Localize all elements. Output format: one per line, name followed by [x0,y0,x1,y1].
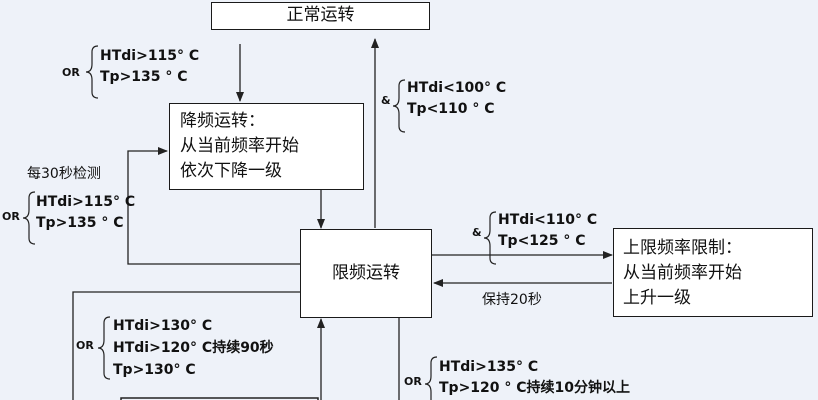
c5-line-2: HTdi>120° C持续90秒 [113,340,274,356]
c3-operator: OR [2,210,20,223]
note-hold-20s: 保持20秒 [482,292,542,308]
arrow-limit-loop-to-reduce [127,147,300,265]
c3-line-1: HTdi>115° C [36,194,136,210]
condition-c4: HTdi<110° C Tp<125 ° C [498,210,597,252]
node-limit: 限频运转 [300,229,432,318]
brace-group [22,45,497,400]
brace-c1 [85,45,99,99]
node-cap-line-3: 上升一级 [623,288,691,308]
brace-c3 [22,191,36,245]
c1-line-2: Tp>135 ° C [100,69,188,85]
c6-line-1: HTdi>135° C [439,359,539,375]
node-cap-line-2: 从当前频率开始 [623,263,742,283]
c5-line-1: HTdi>130° C [113,318,213,334]
condition-c1: HTdi>115° C Tp>135 ° C [100,46,199,88]
node-limit-label: 限频运转 [332,263,400,283]
node-cap: 上限频率限制： 从当前频率开始 上升一级 [613,228,813,317]
brace-c6 [424,356,438,400]
c5-operator: OR [76,339,94,352]
condition-c2: HTdi<100° C Tp<110 ° C [407,78,506,120]
node-reduce-line-3: 依次下降一级 [180,161,282,181]
node-cap-line-1: 上限频率限制： [623,238,742,258]
c4-line-2: Tp<125 ° C [498,233,586,249]
brace-c2 [392,79,406,133]
line-limit-left-down [72,291,300,400]
c3-line-2: Tp>135 ° C [36,215,124,231]
condition-c5: HTdi>130° C HTdi>120° C持续90秒 Tp>130° C [113,315,274,381]
c4-line-1: HTdi<110° C [498,212,598,228]
c2-line-2: Tp<110 ° C [407,101,495,117]
brace-c5 [97,316,111,380]
note-every-30s: 每30秒检测 [27,166,101,182]
bottom-box-edge [120,397,319,400]
condition-c6: HTdi>135° C Tp>120 ° C持续10分钟以上 [439,357,630,399]
c6-line-2: Tp>120 ° C持续10分钟以上 [439,380,631,396]
node-reduce: 降频运转： 从当前频率开始 依次下降一级 [169,103,364,190]
node-reduce-line-2: 从当前频率开始 [180,136,299,156]
node-normal-label: 正常运转 [286,5,355,25]
c2-line-1: HTdi<100° C [407,80,507,96]
c4-operator: & [472,226,482,239]
node-normal: 正常运转 [211,2,430,30]
c1-line-1: HTdi>115° C [100,48,200,64]
condition-c3: HTdi>115° C Tp>135 ° C [36,192,135,234]
node-reduce-line-1: 降频运转： [180,111,265,131]
c1-operator: OR [62,66,80,79]
brace-c4 [483,211,497,265]
c5-line-3: Tp>130° C [113,362,196,378]
c6-operator: OR [404,375,422,388]
c2-operator: & [381,94,391,107]
